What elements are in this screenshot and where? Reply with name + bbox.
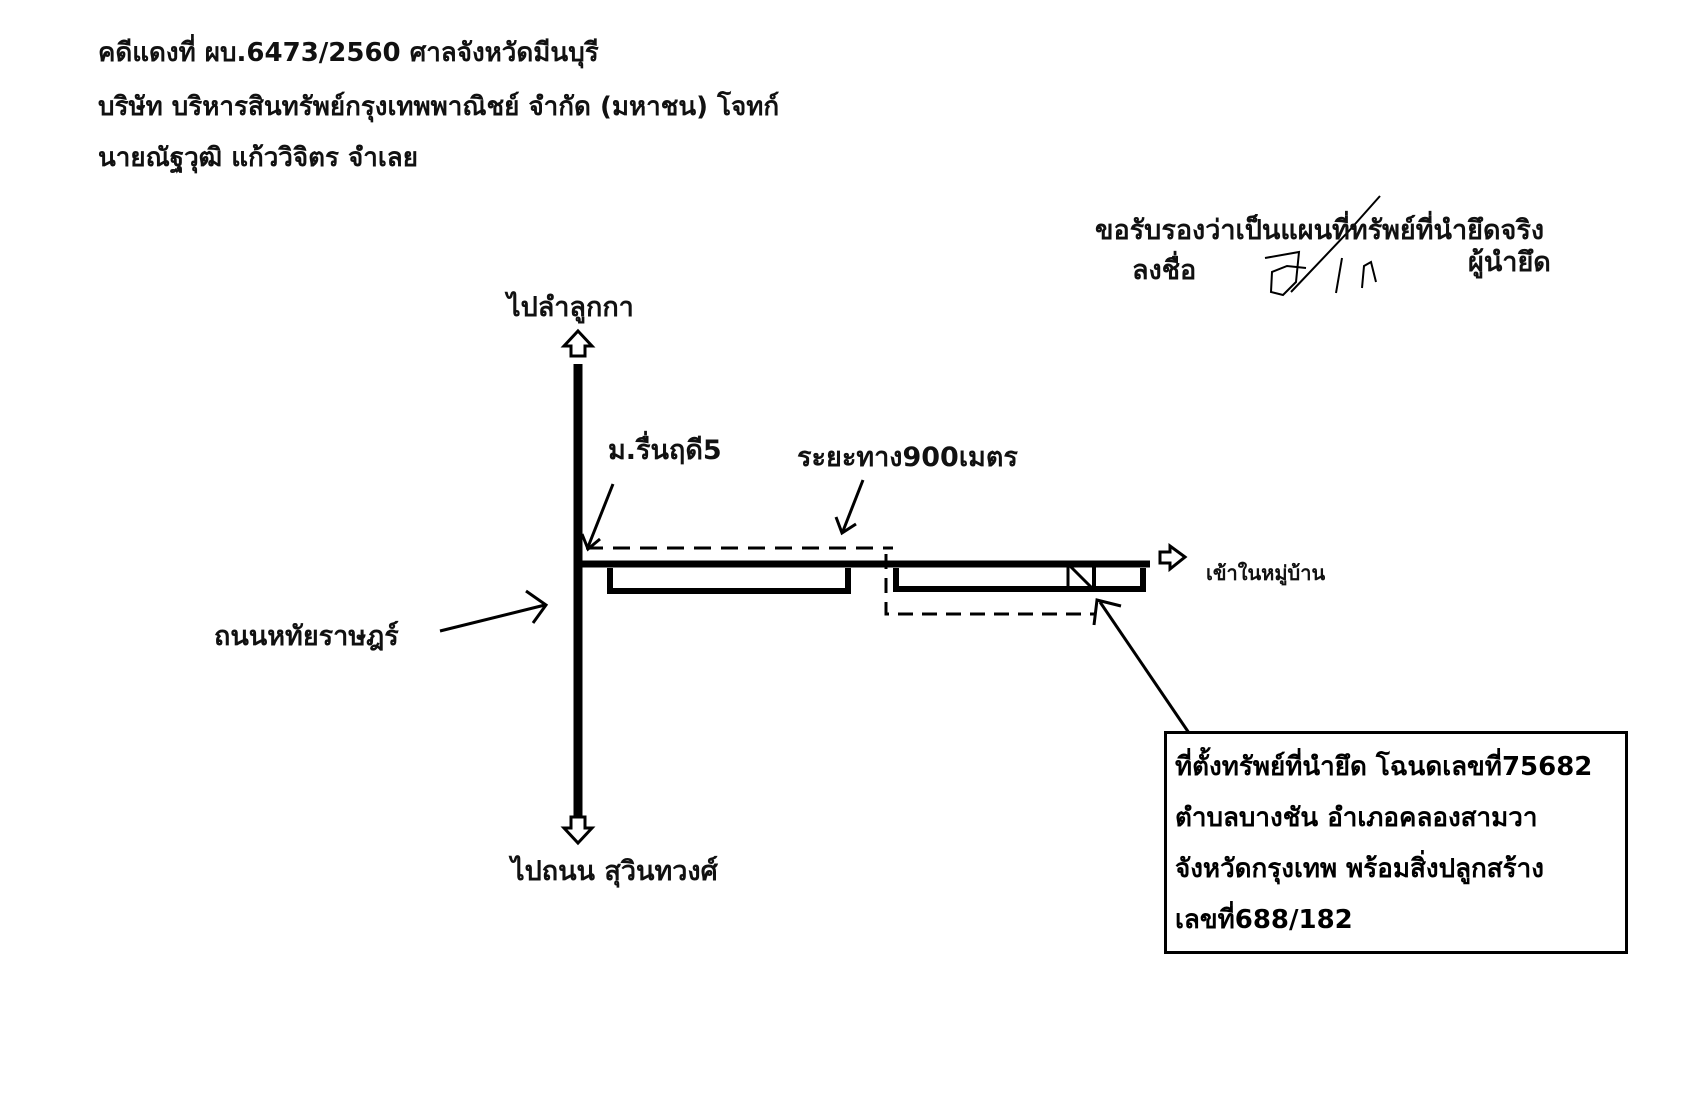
distance-pointer-head xyxy=(834,516,857,536)
north-direction-label: ไปลำลูกกา xyxy=(507,292,634,323)
distance-pointer-line xyxy=(841,479,865,532)
road-pointer-line xyxy=(439,603,546,633)
property-line: เลขที่688/182 xyxy=(1175,905,1353,935)
block-outline-east xyxy=(893,568,1146,592)
into-village-label: เข้าในหมู่บ้าน xyxy=(1206,561,1326,585)
defendant-line: นายณัฐวุฒิ แก้ววิจิตร จำเลย xyxy=(98,143,418,173)
east-arrow-icon xyxy=(1158,543,1188,573)
property-line: ที่ตั้งทรัพย์ที่นำยึด โฉนดเลขที่75682 xyxy=(1175,752,1593,782)
distance-label: ระยะทาง900เมตร xyxy=(797,442,1018,473)
south-arrow-icon xyxy=(560,815,596,846)
block-outline-west xyxy=(607,568,851,594)
plot-diagonal xyxy=(1066,562,1093,589)
south-direction-label: ไปถนน สุวินทวงศ์ xyxy=(511,856,718,887)
case-number-line: คดีแดงที่ ผบ.6473/2560 ศาลจังหวัดมีนบุรี xyxy=(98,38,599,68)
north-arrow-icon xyxy=(560,328,596,358)
property-line: ตำบลบางชัน อำเภอคลองสามวา xyxy=(1175,803,1538,833)
road-name-label: ถนนหทัยราษฎร์ xyxy=(214,621,399,652)
sign-label: ลงชื่อ xyxy=(1132,255,1197,286)
village-label: ม.รื่นฤดี5 xyxy=(608,435,722,466)
seizer-role-label: ผู้นำยึด xyxy=(1468,247,1551,278)
certification-text: ขอรับรองว่าเป็นแผนที่ทรัพย์ที่นำยึดจริง xyxy=(1095,215,1545,246)
property-line: จังหวัดกรุงเทพ พร้อมสิ่งปลูกสร้าง xyxy=(1175,854,1544,884)
property-pointer-line xyxy=(1098,601,1191,734)
property-pointer-head xyxy=(1092,598,1122,626)
property-location-box: ที่ตั้งทรัพย์ที่นำยึด โฉนดเลขที่75682 ตำ… xyxy=(1164,731,1628,954)
village-pointer-head xyxy=(580,533,601,552)
village-pointer-line xyxy=(586,483,615,548)
signature-mark xyxy=(1264,195,1381,297)
property-dashed-outline xyxy=(884,554,1094,616)
plaintiff-line: บริษัท บริหารสินทรัพย์กรุงเทพพาณิชย์ จำก… xyxy=(98,92,780,122)
road-pointer-head xyxy=(525,589,549,624)
